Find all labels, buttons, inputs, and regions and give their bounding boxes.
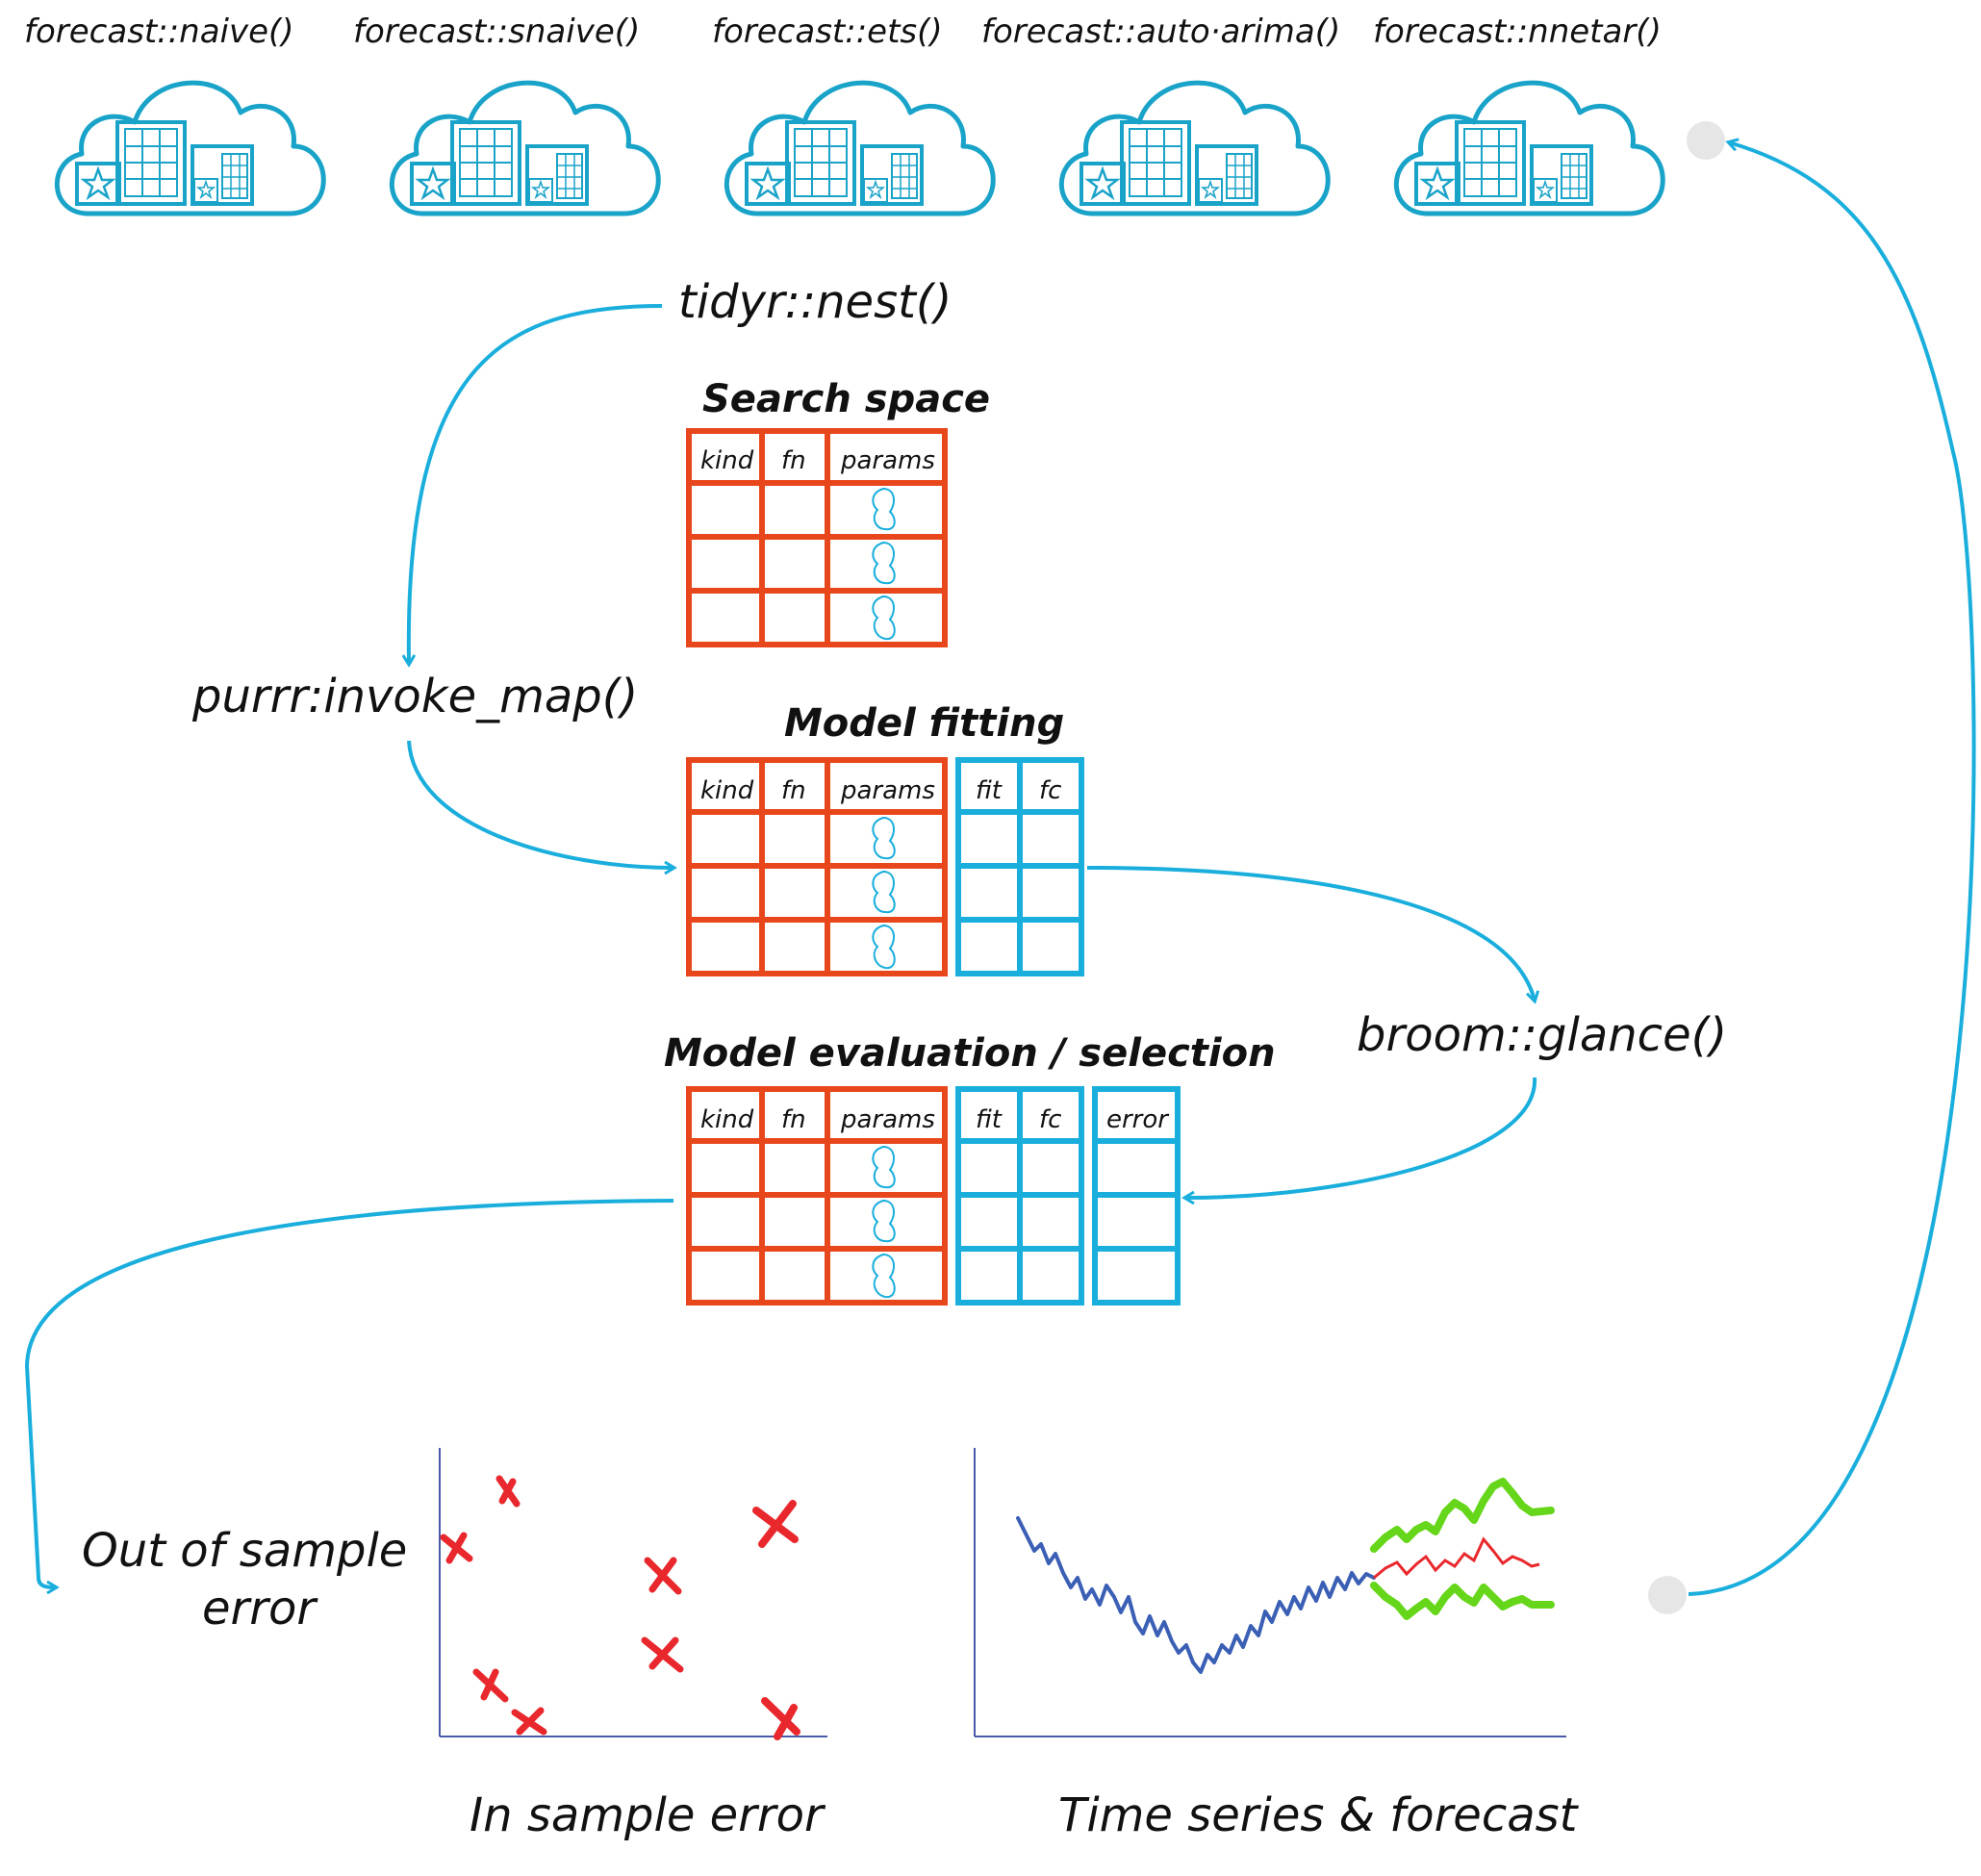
function-label-naive: forecast::naive() <box>24 13 294 51</box>
params-cloud-icon <box>872 1253 896 1299</box>
arrow-loop-back <box>1688 142 1976 1596</box>
column-header-kind: kind <box>700 446 754 475</box>
scatter-point <box>761 1697 800 1740</box>
params-cloud-icon <box>872 595 896 641</box>
loop-dot-bottom <box>1648 1576 1687 1614</box>
column-header-fn: fn <box>781 776 806 805</box>
params-cloud-icon <box>872 870 896 914</box>
column-header-params: params <box>840 776 935 805</box>
scatter-y-label-line2: error <box>202 1582 318 1635</box>
column-header-params: params <box>840 1105 935 1134</box>
params-cloud-icon <box>872 1145 896 1189</box>
column-header-fn: fn <box>781 446 806 475</box>
cloud-buildings-icon <box>726 83 993 214</box>
column-header-fit: fit <box>976 1105 1003 1134</box>
scatter-point <box>641 1636 684 1673</box>
search-space-table: kind fn params <box>686 428 948 647</box>
forecast-plot: Time series & forecast <box>974 1448 1580 1842</box>
arrow-glance-to-evaluation <box>1185 1077 1537 1198</box>
column-header-fit: fit <box>976 776 1003 805</box>
time-series-line <box>1016 1516 1376 1674</box>
arrow-nest-to-invoke <box>409 304 663 664</box>
arrow-invoke-to-fitting <box>407 740 673 868</box>
scatter-y-label: Out of sample <box>82 1524 407 1578</box>
model-evaluation-title: Model evaluation / selection <box>664 1031 1276 1076</box>
scatter-point <box>644 1557 682 1595</box>
forecast-upper-band <box>1370 1478 1555 1553</box>
function-label-ets: forecast::ets() <box>712 13 943 51</box>
function-label-nnetar: forecast::nnetar() <box>1373 13 1662 51</box>
function-label-auto-arima: forecast::auto·arima() <box>981 13 1340 51</box>
function-label-snaive: forecast::snaive() <box>353 13 640 51</box>
column-header-kind: kind <box>700 1105 754 1134</box>
scatter-point <box>495 1475 521 1508</box>
arrow-evaluation-to-scatter <box>24 1199 674 1587</box>
forecast-x-label: Time series & forecast <box>1058 1788 1580 1842</box>
cloud-buildings-icon <box>1061 83 1328 214</box>
column-header-fc: fc <box>1039 776 1061 805</box>
error-scatter-plot: Out of sample error In sample error <box>82 1448 827 1842</box>
params-cloud-icon <box>872 924 896 970</box>
step-label-nest: tidyr::nest() <box>678 275 952 329</box>
scatter-point <box>511 1707 547 1736</box>
step-label-glance: broom::glance() <box>1357 1008 1727 1062</box>
forecast-mean-line <box>1373 1536 1540 1580</box>
params-cloud-icon <box>872 816 896 860</box>
scatter-point <box>752 1500 799 1548</box>
forecast-lower-band <box>1370 1582 1555 1620</box>
cloud-buildings-icon <box>57 83 323 214</box>
cloud-buildings-icon <box>392 83 658 214</box>
params-cloud-icon <box>872 487 896 531</box>
arrow-fitting-to-glance <box>1086 866 1535 1001</box>
column-header-fc: fc <box>1039 1105 1061 1134</box>
search-space-title: Search space <box>702 377 990 421</box>
model-fitting-title: Model fitting <box>784 701 1064 746</box>
params-cloud-icon <box>872 1199 896 1243</box>
step-label-invoke-map: purrr:invoke_map() <box>191 670 638 723</box>
model-evaluation-table: kind fn params fit fc error <box>686 1086 1181 1306</box>
model-fitting-table: kind fn params fit fc <box>686 757 1084 976</box>
column-header-fn: fn <box>781 1105 806 1134</box>
scatter-point <box>472 1668 509 1703</box>
cloud-buildings-icon <box>1396 83 1663 214</box>
scatter-points <box>440 1475 800 1740</box>
column-header-params: params <box>840 446 935 475</box>
scatter-x-label: In sample error <box>470 1788 826 1842</box>
column-header-error: error <box>1106 1105 1170 1134</box>
loop-dot-top <box>1687 121 1725 160</box>
column-header-kind: kind <box>700 776 754 805</box>
scatter-point <box>440 1532 473 1564</box>
params-cloud-icon <box>872 541 896 585</box>
